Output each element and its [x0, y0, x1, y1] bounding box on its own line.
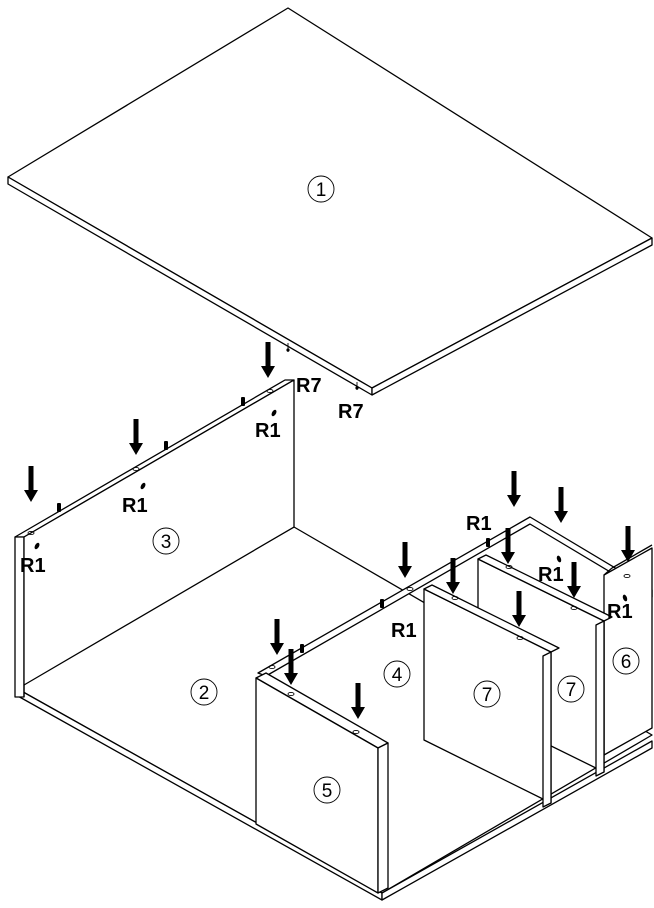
part-5-number: 5 — [322, 781, 333, 802]
insert-arrow — [554, 487, 568, 523]
dowel-label-4: R1 — [391, 620, 417, 642]
dowel-ticks — [34, 409, 628, 602]
part-1-number: 1 — [316, 180, 327, 201]
pin-label-2: R7 — [338, 401, 364, 423]
part-6-marker: 6 — [612, 647, 640, 675]
part-4-marker: 4 — [383, 660, 411, 688]
part-3-marker: 3 — [152, 527, 180, 555]
right-end-panel — [603, 544, 653, 756]
top-panel — [7, 7, 653, 396]
part-7-front-marker: 7 — [473, 680, 501, 708]
pin-label-1: R7 — [296, 375, 322, 397]
dowel-label-1: R1 — [255, 420, 281, 442]
insert-arrows — [24, 342, 635, 719]
insert-arrow — [621, 526, 635, 562]
insert-arrow — [501, 528, 515, 564]
part-4-number: 4 — [392, 665, 403, 686]
part-7-rear-marker: 7 — [557, 675, 585, 703]
part-3-number: 3 — [161, 532, 172, 553]
part-2-number: 2 — [199, 683, 210, 704]
dowel-label-7: R1 — [607, 601, 633, 623]
insert-arrow — [507, 471, 521, 507]
back-panel — [14, 379, 295, 698]
part-6-number: 6 — [621, 652, 632, 673]
part-1-marker: 1 — [307, 175, 335, 203]
dowel-label-6: R1 — [538, 564, 564, 586]
part-5-marker: 5 — [313, 776, 341, 804]
insert-arrow — [129, 419, 143, 455]
part-7-rear-number: 7 — [566, 680, 577, 701]
part-7-front-number: 7 — [482, 685, 493, 706]
dowel-label-2: R1 — [122, 495, 148, 517]
insert-arrow — [351, 683, 365, 719]
insert-arrow — [446, 558, 460, 594]
insert-arrow — [284, 649, 298, 685]
insert-arrow — [24, 466, 38, 502]
insert-arrow — [398, 542, 412, 578]
insert-arrow — [261, 342, 275, 378]
dowel-label-5: R1 — [466, 513, 492, 535]
insert-arrow — [270, 619, 284, 655]
dowel-label-3: R1 — [20, 555, 46, 577]
divider-panel-front — [423, 584, 560, 808]
part-2-marker: 2 — [190, 678, 218, 706]
front-panel — [255, 672, 389, 894]
insert-arrow — [567, 562, 581, 598]
insert-arrow — [512, 591, 526, 627]
